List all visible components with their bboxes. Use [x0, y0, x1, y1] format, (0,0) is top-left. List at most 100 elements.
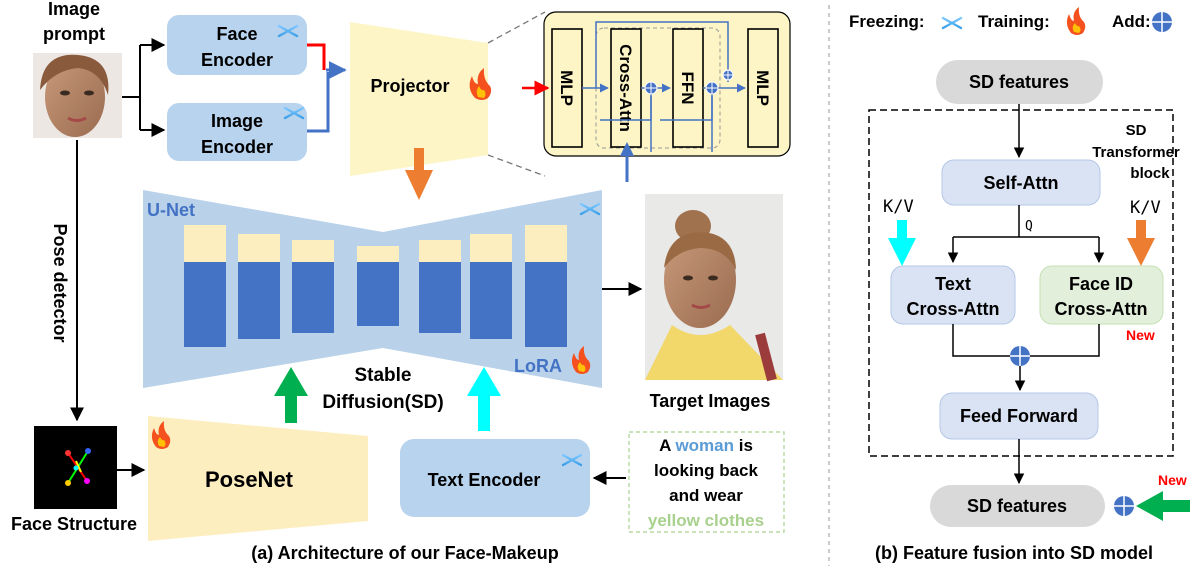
image-feature-arrow — [620, 142, 634, 182]
unet-block — [419, 240, 461, 262]
svg-text:Encoder: Encoder — [201, 50, 273, 70]
sd-features-bottom: SD features — [930, 485, 1105, 527]
svg-text:MLP: MLP — [557, 70, 576, 106]
svg-text:Encoder: Encoder — [201, 137, 273, 157]
self-attn-box: Self-Attn — [941, 159, 1101, 206]
snowflake-icon — [941, 11, 963, 35]
svg-text:FFN: FFN — [678, 71, 697, 104]
unet-block — [357, 246, 399, 262]
legend: Freezing: Training: Add: — [849, 7, 1172, 35]
svg-text:Feed Forward: Feed Forward — [960, 406, 1078, 426]
faceid-kv-arrow — [1127, 220, 1155, 266]
new-label: New — [1158, 472, 1187, 488]
fire-icon — [571, 346, 591, 374]
prompt-branch-lines — [122, 38, 166, 137]
encoder-connectors — [307, 43, 347, 133]
svg-text:Cross-Attn: Cross-Attn — [616, 44, 635, 132]
caption-a: (a) Architecture of our Face-Makeup — [251, 543, 558, 563]
svg-text:Transformer: Transformer — [1092, 144, 1180, 161]
svg-text:SD features: SD features — [967, 496, 1067, 516]
unet-block — [292, 262, 334, 333]
ffn-block: FFN — [672, 28, 704, 148]
add-icon — [722, 69, 734, 81]
snowflake-icon — [283, 101, 305, 125]
svg-text:Self-Attn: Self-Attn — [984, 173, 1059, 193]
cross-attn-merge — [952, 324, 1100, 392]
svg-text:Projector: Projector — [370, 76, 449, 96]
text-to-unet-arrow — [467, 367, 501, 431]
svg-text:Face ID: Face ID — [1069, 274, 1133, 294]
target-image — [645, 194, 783, 382]
unet-blocks — [184, 225, 567, 347]
svg-text:A woman is: A woman is — [659, 436, 753, 455]
snowflake-icon — [579, 197, 601, 221]
text-encoder-box: Text Encoder — [400, 439, 590, 517]
face-encoder-box: Face Encoder — [167, 15, 307, 75]
face-structure-label: Face Structure — [11, 514, 137, 534]
add-icon — [1010, 346, 1030, 366]
add-icon — [1152, 12, 1172, 32]
self-attn-split — [947, 205, 1105, 264]
new-label: New — [1126, 327, 1155, 343]
face-structure-image — [34, 426, 117, 509]
kv-left-label: K/V — [883, 197, 914, 217]
svg-text:prompt: prompt — [43, 24, 105, 44]
svg-text:Add:: Add: — [1112, 12, 1151, 31]
unet-block — [238, 234, 280, 262]
kv-right-label: K/V — [1130, 198, 1161, 218]
face-prompt-image — [33, 53, 122, 138]
cross-attn-block: Cross-Attn — [610, 28, 642, 148]
svg-text:SD features: SD features — [969, 72, 1069, 92]
svg-text:Text: Text — [935, 274, 971, 294]
unet-block — [525, 262, 567, 347]
projector-to-unet-arrow — [405, 148, 433, 200]
add-icon — [644, 81, 658, 95]
svg-text:Training:: Training: — [978, 12, 1050, 31]
add-icon — [705, 81, 719, 95]
unet-block — [470, 262, 512, 339]
image-encoder-box: Image Encoder — [167, 103, 307, 161]
svg-text:Image: Image — [211, 111, 263, 131]
posenet-to-unet-arrow — [274, 367, 308, 423]
sd-features-top: SD features — [936, 60, 1103, 104]
transformer-block-frame — [868, 109, 1174, 457]
unet-block — [184, 262, 226, 347]
mlp-left-block: MLP — [551, 28, 583, 148]
svg-text:looking back: looking back — [654, 461, 758, 480]
svg-text:Stable: Stable — [354, 365, 411, 386]
fire-icon — [469, 68, 492, 100]
svg-text:and wear: and wear — [669, 486, 743, 505]
svg-text:MLP: MLP — [753, 70, 772, 106]
svg-text:Text Encoder: Text Encoder — [428, 470, 541, 490]
pose-detector-arrow: Pose detector — [50, 140, 84, 422]
posenet-box: PoseNet — [148, 416, 368, 541]
svg-text:Face: Face — [216, 24, 257, 44]
svg-text:U-Net: U-Net — [147, 200, 195, 220]
svg-text:Freezing:: Freezing: — [849, 12, 925, 31]
faceid-cross-attn-box: Face ID Cross-Attn — [1039, 265, 1164, 325]
add-icon — [1114, 496, 1134, 516]
svg-text:yellow clothes: yellow clothes — [648, 511, 764, 530]
mlp-right-block: MLP — [747, 28, 779, 148]
text-prompt-box: A woman is looking back and wear yellow … — [628, 431, 785, 533]
unet-block — [292, 240, 334, 262]
svg-text:PoseNet: PoseNet — [205, 467, 294, 492]
text-cross-attn-box: Text Cross-Attn — [890, 265, 1016, 325]
unet-block — [525, 225, 567, 262]
transformer-block-label: SD Transformer block — [1092, 122, 1180, 182]
image-prompt-label: Image prompt — [43, 0, 105, 44]
svg-text:SD: SD — [1126, 122, 1147, 139]
text-kv-arrow — [888, 220, 916, 266]
svg-text:block: block — [1130, 165, 1170, 182]
svg-text:Diffusion(SD): Diffusion(SD) — [322, 392, 443, 413]
svg-text:Cross-Attn: Cross-Attn — [1055, 299, 1148, 319]
fire-icon — [1066, 7, 1086, 35]
svg-text:Cross-Attn: Cross-Attn — [907, 299, 1000, 319]
svg-text:Pose detector: Pose detector — [50, 223, 70, 342]
caption-b: (b) Feature fusion into SD model — [875, 543, 1153, 563]
fire-icon — [151, 421, 171, 449]
svg-text:LoRA: LoRA — [514, 356, 562, 376]
projector-inner-connections — [522, 21, 746, 152]
